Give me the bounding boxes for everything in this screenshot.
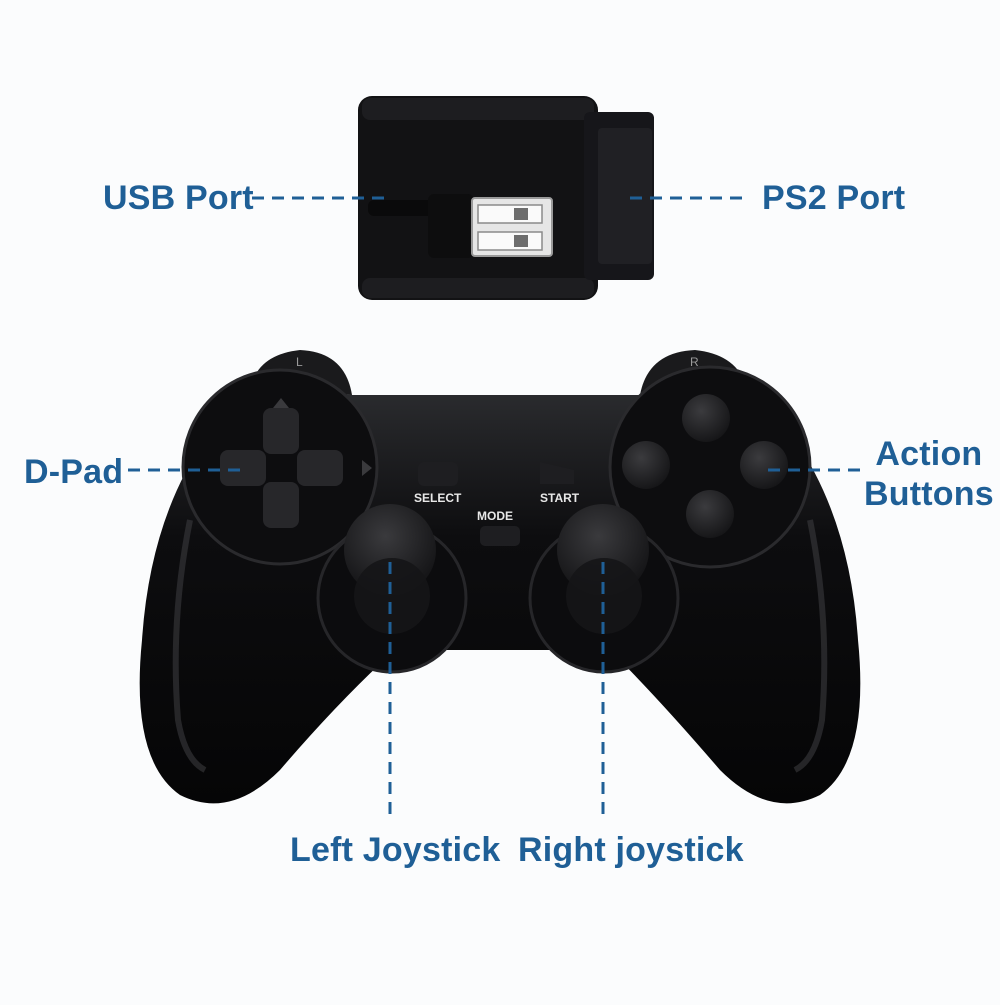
usb-plug-hole [514,235,528,247]
select-button[interactable] [418,462,458,486]
start-button[interactable] [540,462,574,484]
usb-plug-housing [428,194,474,258]
receiver-bottom-ridges [362,278,594,298]
usb-port-label: USB Port [103,179,254,217]
usb-plug-contacts [477,204,543,224]
usb-plug-contacts [477,231,543,251]
action-label-line1: Action [875,435,983,473]
left-joystick-label: Left Joystick [290,831,501,869]
body-sheen [172,519,207,773]
start-label: START [540,491,580,505]
shoulder-label-left: L [296,355,303,369]
usb-plug-hole [514,208,528,220]
action-buttons[interactable] [622,394,788,538]
right-joystick-base [566,558,642,634]
receiver-dongle [358,96,654,300]
d-pad-left[interactable] [220,450,266,486]
action-button-bottom[interactable] [686,490,734,538]
ps2-connector-face [598,128,652,264]
controller: L R SELECT START MODE [139,350,861,804]
shoulder-label-right: R [690,355,699,369]
mode-button[interactable] [480,526,520,546]
d-pad-down[interactable] [263,482,299,528]
leader-lines [128,196,860,822]
d-pad-well [181,368,379,566]
action-label-line2: Buttons [864,475,994,513]
action-buttons-well [608,365,812,569]
d-pad-right-arrow-icon [362,460,372,476]
d-pad[interactable] [220,398,372,528]
body-sheen [793,519,828,773]
right-joystick-label: Right joystick [518,831,744,869]
action-buttons-label: Action Buttons [864,434,994,514]
d-pad-right[interactable] [297,450,343,486]
mode-label: MODE [477,509,513,523]
d-pad-up[interactable] [263,408,299,454]
d-pad-label: D-Pad [24,453,124,491]
ps2-port-label: PS2 Port [762,179,906,217]
d-pad-up-arrow-icon [273,398,289,408]
action-button-right[interactable] [740,441,788,489]
action-button-top[interactable] [682,394,730,442]
receiver-ridges [362,98,594,120]
left-joystick-base [354,558,430,634]
select-label: SELECT [414,491,462,505]
action-button-left[interactable] [622,441,670,489]
